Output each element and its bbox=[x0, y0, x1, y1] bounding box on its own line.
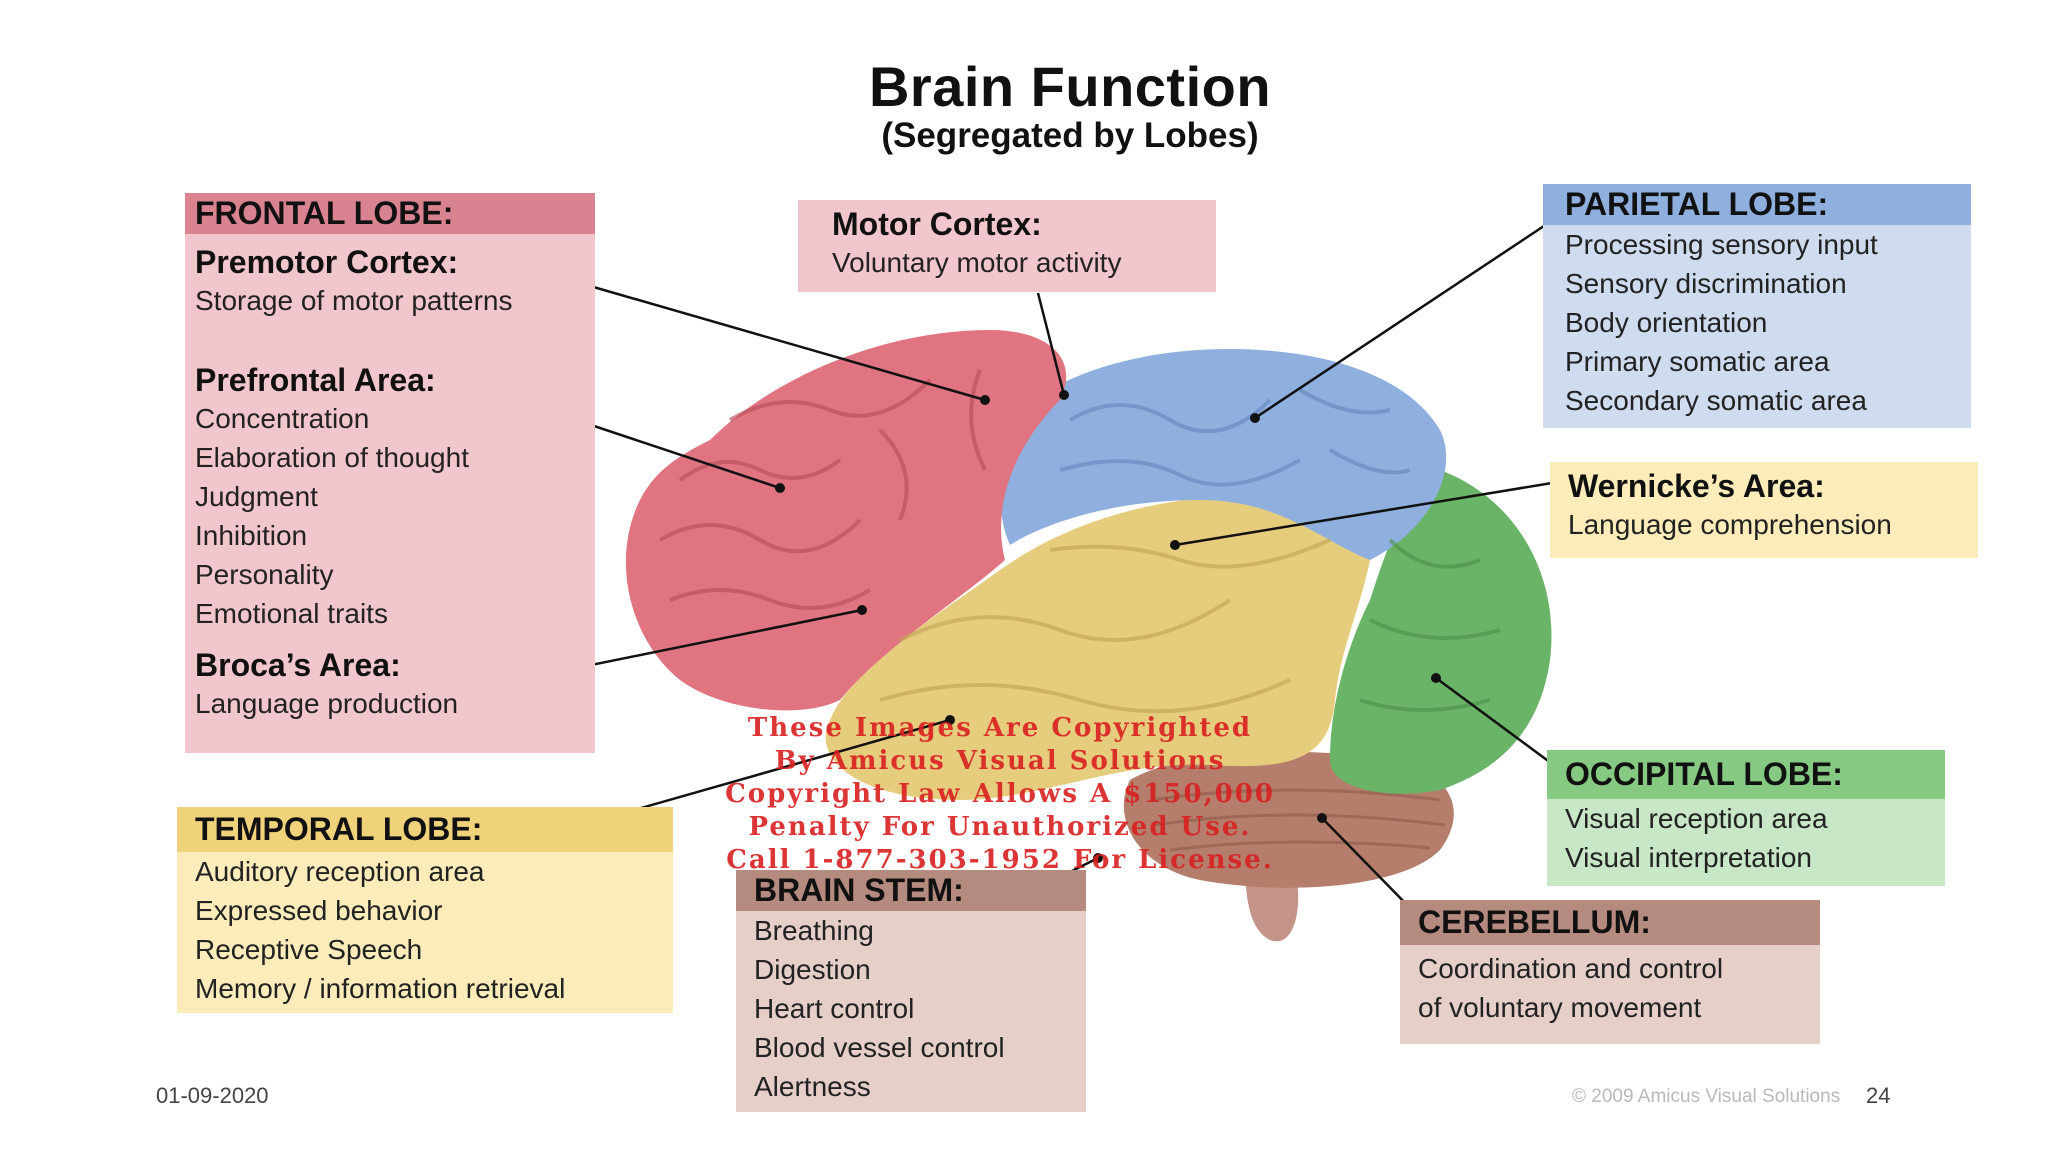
leader-premotor bbox=[544, 271, 986, 402]
leader-occipital bbox=[1435, 676, 1556, 768]
frontal-lobe-title: FRONTAL LOBE: bbox=[195, 195, 454, 231]
prefrontal-item: Inhibition bbox=[195, 520, 308, 551]
diagram-subtitle: (Segregated by Lobes) bbox=[881, 116, 1259, 155]
diagram-title: Brain Function bbox=[868, 55, 1272, 118]
temporal-shape bbox=[825, 495, 1372, 800]
cerebellum-box: CEREBELLUM: Coordination and control of … bbox=[1400, 900, 1820, 1044]
occipital-item: Visual reception area bbox=[1565, 803, 1828, 834]
parietal-lobe-header: PARIETAL LOBE: bbox=[1543, 184, 1971, 225]
parietal-shape bbox=[1000, 349, 1447, 560]
frontal-shape bbox=[625, 330, 1067, 711]
prefrontal-item: Elaboration of thought bbox=[195, 442, 469, 473]
leader-parietal bbox=[1254, 216, 1557, 420]
copyright-watermark: These Images Are Copyrighted By Amicus V… bbox=[600, 712, 1400, 877]
prefrontal-item: Judgment bbox=[195, 481, 318, 512]
leader-wernicke bbox=[1174, 480, 1559, 547]
temporal-lobe-box: TEMPORAL LOBE: Auditory reception area E… bbox=[177, 807, 673, 1013]
brain-stem-item: Heart control bbox=[754, 993, 915, 1024]
cerebellum-item: Coordination and control bbox=[1418, 953, 1724, 984]
occipital-lobe-header: OCCIPITAL LOBE: bbox=[1547, 750, 1945, 799]
brain-stem-title: BRAIN STEM: bbox=[754, 872, 964, 908]
frontal-lobe-box: FRONTAL LOBE: Premotor Cortex: Storage o… bbox=[185, 193, 595, 753]
watermark-line: Call 1-877-303-1952 For License. bbox=[726, 845, 1274, 875]
watermark-line: Copyright Law Allows A $150,000 bbox=[725, 779, 1275, 809]
cerebellum-item: of voluntary movement bbox=[1418, 992, 1702, 1023]
parietal-item: Secondary somatic area bbox=[1565, 385, 1867, 416]
parietal-item: Sensory discrimination bbox=[1565, 268, 1847, 299]
temporal-lobe-header: TEMPORAL LOBE: bbox=[177, 807, 673, 852]
temporal-lobe-title: TEMPORAL LOBE: bbox=[195, 811, 483, 847]
brain-stem-item: Digestion bbox=[754, 954, 871, 985]
parietal-item: Primary somatic area bbox=[1565, 346, 1830, 377]
watermark-line: These Images Are Copyrighted bbox=[747, 713, 1253, 743]
occipital-lobe-title: OCCIPITAL LOBE: bbox=[1565, 756, 1843, 792]
footer-date: 01-09-2020 bbox=[156, 1083, 269, 1108]
copyright-note: © 2009 Amicus Visual Solutions bbox=[1572, 1086, 1841, 1107]
brain-stem-item: Blood vessel control bbox=[754, 1032, 1005, 1063]
temporal-item: Memory / information retrieval bbox=[195, 973, 566, 1004]
wernicke-item: Language comprehension bbox=[1568, 509, 1892, 540]
occipital-shape bbox=[1330, 470, 1552, 794]
wernicke-box: Wernicke’s Area: Language comprehension bbox=[1550, 462, 1978, 558]
premotor-item: Storage of motor patterns bbox=[195, 285, 513, 316]
brain-stem-item: Breathing bbox=[754, 915, 874, 946]
motor-cortex-item: Voluntary motor activity bbox=[832, 247, 1122, 278]
prefrontal-title: Prefrontal Area: bbox=[195, 362, 436, 398]
watermark-line: Penalty For Unauthorized Use. bbox=[748, 812, 1252, 842]
cerebellum-title: CEREBELLUM: bbox=[1418, 904, 1651, 940]
prefrontal-item: Personality bbox=[195, 559, 334, 590]
brain-stem-item: Alertness bbox=[754, 1071, 871, 1102]
motor-cortex-title: Motor Cortex: bbox=[832, 206, 1042, 242]
brain-stem-header: BRAIN STEM: bbox=[736, 870, 1086, 911]
broca-item: Language production bbox=[195, 688, 459, 719]
temporal-item: Auditory reception area bbox=[195, 856, 485, 887]
prefrontal-item: Emotional traits bbox=[195, 598, 388, 629]
watermark-line: By Amicus Visual Solutions bbox=[774, 746, 1226, 776]
leader-cerebellum bbox=[1321, 817, 1413, 911]
page-number: 24 bbox=[1866, 1083, 1891, 1108]
premotor-title: Premotor Cortex: bbox=[195, 244, 459, 280]
parietal-item: Processing sensory input bbox=[1565, 229, 1878, 260]
temporal-item: Expressed behavior bbox=[195, 895, 443, 926]
occipital-item: Visual interpretation bbox=[1565, 842, 1812, 873]
parietal-lobe-title: PARIETAL LOBE: bbox=[1565, 186, 1829, 222]
prefrontal-item: Concentration bbox=[195, 403, 370, 434]
wernicke-title: Wernicke’s Area: bbox=[1568, 468, 1825, 504]
broca-title: Broca’s Area: bbox=[195, 647, 401, 683]
motor-cortex-box: Motor Cortex: Voluntary motor activity bbox=[798, 200, 1216, 292]
frontal-lobe-header: FRONTAL LOBE: bbox=[185, 193, 595, 234]
leader-motor bbox=[1036, 292, 1066, 396]
parietal-lobe-box: PARIETAL LOBE: Processing sensory input … bbox=[1543, 184, 1971, 428]
brain-stem-box: BRAIN STEM: Breathing Digestion Heart co… bbox=[736, 870, 1086, 1112]
occipital-lobe-box: OCCIPITAL LOBE: Visual reception area Vi… bbox=[1547, 750, 1945, 886]
parietal-item: Body orientation bbox=[1565, 307, 1768, 338]
cerebellum-header: CEREBELLUM: bbox=[1400, 900, 1820, 945]
temporal-item: Receptive Speech bbox=[195, 934, 423, 965]
